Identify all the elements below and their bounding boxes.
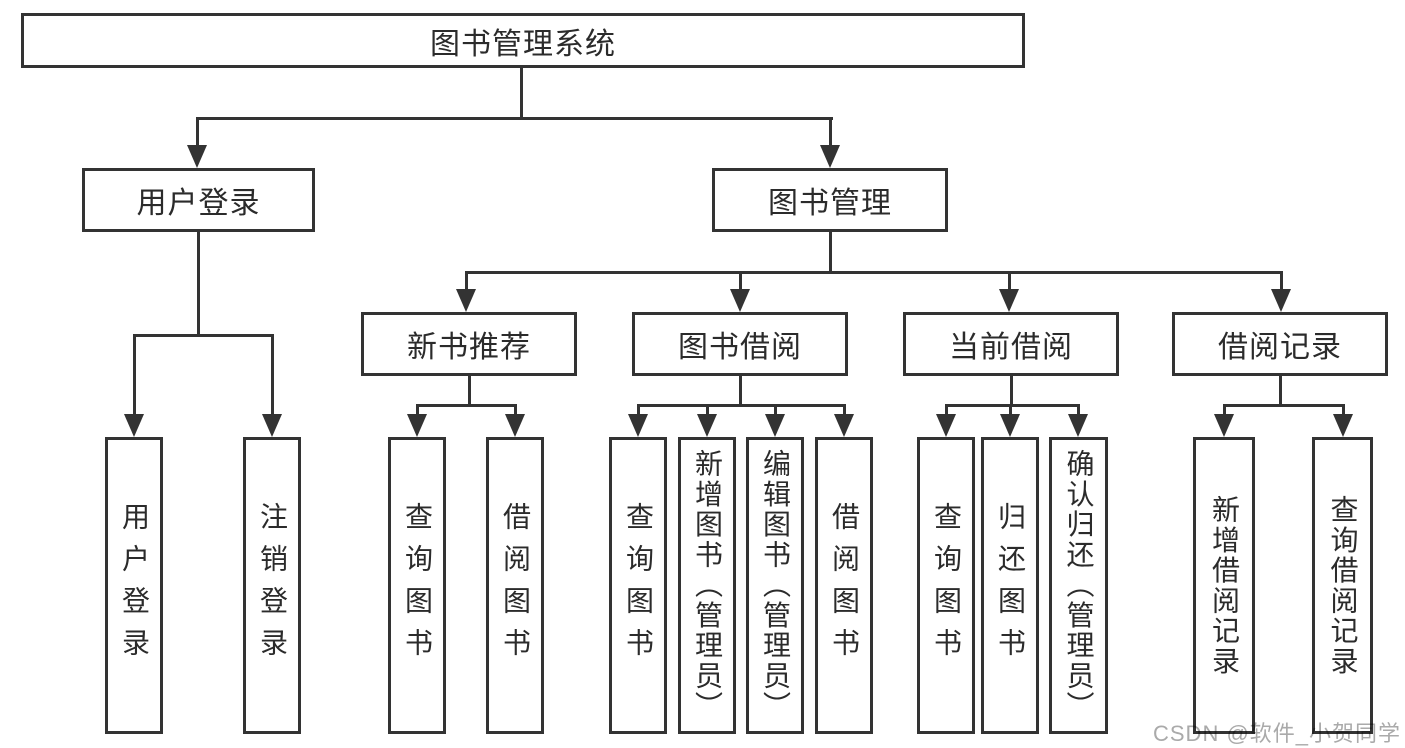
leaf-rec-add-record: 新增借阅记录 — [1193, 437, 1255, 734]
watermark: CSDN @软件_小贺同学 — [1153, 721, 1402, 746]
node-borrow-records-label: 借阅记录 — [1218, 331, 1342, 364]
arrowhead-new-book-recommend — [456, 289, 476, 312]
arrowhead-cb-return — [1000, 414, 1020, 437]
connector-rec-rail — [1223, 404, 1345, 407]
leaf-rec-add-record-label: 新增借阅记录 — [1209, 494, 1240, 677]
connector-book-management-stem — [829, 232, 832, 274]
leaf-cb-return-book: 归还图书 — [981, 437, 1039, 734]
arrowhead-nb-query — [407, 414, 427, 437]
node-user-login-label: 用户登录 — [136, 187, 261, 220]
leaf-bb-add-book-admin: 新增图书（管理员） — [678, 437, 736, 734]
node-new-book-recommend: 新书推荐 — [361, 312, 577, 376]
arrowhead-current-borrow — [999, 289, 1019, 312]
node-book-borrow-label: 图书借阅 — [678, 331, 802, 364]
node-book-borrow: 图书借阅 — [632, 312, 848, 376]
leaf-bb-query-book-label: 查询图书 — [623, 501, 654, 670]
leaf-logout: 注销登录 — [243, 437, 301, 734]
leaf-user-login: 用户登录 — [105, 437, 163, 734]
connector-drop-book-management — [829, 117, 832, 157]
leaf-cb-confirm-return-admin: 确认归还（管理员） — [1049, 437, 1108, 734]
leaf-rec-query-record: 查询借阅记录 — [1312, 437, 1373, 734]
arrowhead-book-borrow — [730, 289, 750, 312]
leaf-bb-edit-book-admin-label: 编辑图书（管理员） — [760, 449, 791, 722]
connector-bb-rail — [637, 404, 846, 407]
node-current-borrow: 当前借阅 — [903, 312, 1119, 376]
leaf-cb-confirm-return-admin-label: 确认归还（管理员） — [1063, 449, 1095, 722]
connector-root-stem — [520, 68, 523, 120]
node-book-management: 图书管理 — [712, 168, 948, 232]
leaf-cb-return-book-label: 归还图书 — [995, 501, 1026, 670]
arrowhead-bb-borrow — [834, 414, 854, 437]
leaf-nb-borrow-book: 借阅图书 — [486, 437, 544, 734]
connector-cb-stem — [1010, 376, 1013, 407]
arrowhead-bb-add — [697, 414, 717, 437]
arrowhead-leaf-user-login — [124, 414, 144, 437]
connector-cb-rail — [945, 404, 1080, 407]
arrowhead-borrow-records — [1271, 289, 1291, 312]
node-root-library-system: 图书管理系统 — [21, 13, 1025, 68]
node-new-book-recommend-label: 新书推荐 — [407, 331, 531, 364]
leaf-bb-add-book-admin-label: 新增图书（管理员） — [692, 449, 723, 722]
connector-drop-leaf-logout — [271, 334, 274, 432]
node-book-management-label: 图书管理 — [768, 187, 892, 220]
arrowhead-leaf-logout — [262, 414, 282, 437]
arrowhead-bb-query — [628, 414, 648, 437]
leaf-bb-query-book: 查询图书 — [609, 437, 667, 734]
node-root-label: 图书管理系统 — [430, 27, 616, 61]
leaf-cb-query-book: 查询图书 — [917, 437, 975, 734]
arrowhead-cb-confirm — [1068, 414, 1088, 437]
arrowhead-cb-query — [936, 414, 956, 437]
node-user-login: 用户登录 — [82, 168, 315, 232]
connector-bb-stem — [739, 376, 742, 407]
leaf-nb-query-book-label: 查询图书 — [402, 501, 433, 670]
leaf-user-login-label: 用户登录 — [119, 501, 150, 670]
arrowhead-book-management — [820, 145, 840, 168]
connector-book-management-rail — [465, 271, 1283, 274]
leaf-bb-borrow-book-label: 借阅图书 — [829, 501, 860, 670]
arrowhead-user-login — [187, 145, 207, 168]
leaf-bb-edit-book-admin: 编辑图书（管理员） — [746, 437, 804, 734]
leaf-logout-label: 注销登录 — [257, 501, 288, 670]
arrowhead-rec-add — [1214, 414, 1234, 437]
arrowhead-nb-borrow — [505, 414, 525, 437]
connector-nb-stem — [468, 376, 471, 407]
node-borrow-records: 借阅记录 — [1172, 312, 1388, 376]
node-current-borrow-label: 当前借阅 — [949, 331, 1073, 364]
connector-drop-user-login — [196, 117, 199, 157]
connector-nb-rail — [416, 404, 517, 407]
arrowhead-rec-query — [1333, 414, 1353, 437]
connector-root-rail — [196, 117, 833, 120]
connector-drop-leaf-user-login — [133, 334, 136, 432]
connector-user-login-rail — [133, 334, 274, 337]
arrowhead-bb-edit — [765, 414, 785, 437]
leaf-nb-borrow-book-label: 借阅图书 — [500, 501, 531, 670]
connector-rec-stem — [1279, 376, 1282, 407]
leaf-rec-query-record-label: 查询借阅记录 — [1327, 494, 1359, 677]
leaf-cb-query-book-label: 查询图书 — [931, 501, 962, 670]
connector-user-login-stem — [197, 232, 200, 337]
leaf-bb-borrow-book: 借阅图书 — [815, 437, 873, 734]
leaf-nb-query-book: 查询图书 — [388, 437, 446, 734]
